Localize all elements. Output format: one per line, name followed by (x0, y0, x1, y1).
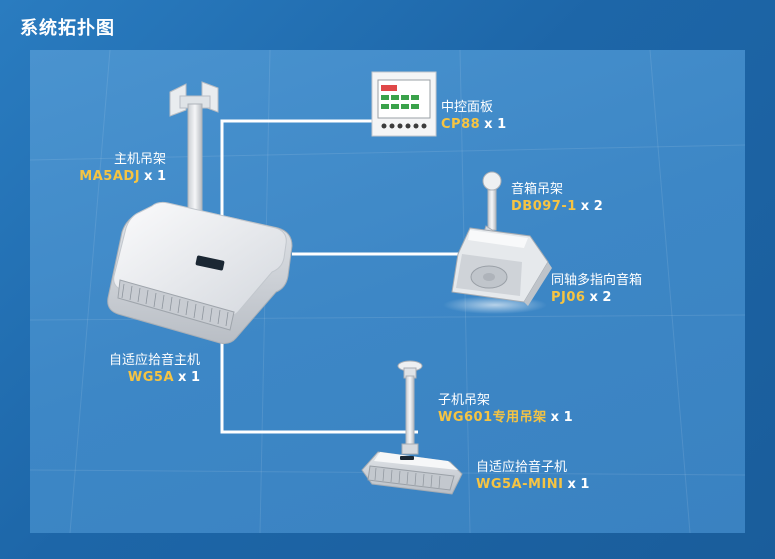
sub-unit-image (361, 451, 463, 495)
link-host-to-sub-unit (220, 342, 418, 434)
host-name: 自适应拾音主机 (108, 353, 200, 368)
control-panel-name: 中控面板 (441, 100, 494, 115)
host-bracket-image (169, 81, 219, 225)
control-panel-image (371, 71, 437, 137)
control-panel-model: CP88 (441, 117, 481, 132)
speaker-model: PJ06 (551, 290, 586, 305)
speaker-image (443, 227, 552, 314)
host-bracket-qty: x 1 (144, 169, 166, 184)
host-bracket-model: MA5ADJ (79, 169, 141, 184)
page-title: 系统拓扑图 (20, 18, 115, 39)
sub-unit-name: 自适应拾音子机 (476, 460, 568, 475)
sub-bracket-name: 子机吊架 (438, 393, 491, 408)
host-qty: x 1 (178, 370, 200, 385)
speaker-bracket-qty: x 2 (580, 199, 603, 214)
sub-unit-model: WG5A-MINI (476, 477, 564, 492)
control-panel-qty: x 1 (484, 117, 507, 132)
sub-unit-qty: x 1 (567, 477, 590, 492)
speaker-bracket-name: 音箱吊架 (511, 182, 564, 197)
connection-lines (220, 119, 458, 434)
sub-bracket-model: WG601专用吊架 (438, 410, 547, 425)
speaker-name: 同轴多指向音箱 (551, 273, 643, 288)
link-host-to-control-panel (220, 119, 372, 225)
sub-bracket-qty: x 1 (550, 410, 573, 425)
host-unit-image (107, 201, 293, 344)
host-bracket-name: 主机吊架 (113, 152, 166, 167)
sub-bracket-image (397, 360, 423, 455)
speaker-bracket-model: DB097-1 (511, 199, 577, 214)
speaker-qty: x 2 (589, 290, 612, 305)
host-model: WG5A (127, 370, 175, 385)
